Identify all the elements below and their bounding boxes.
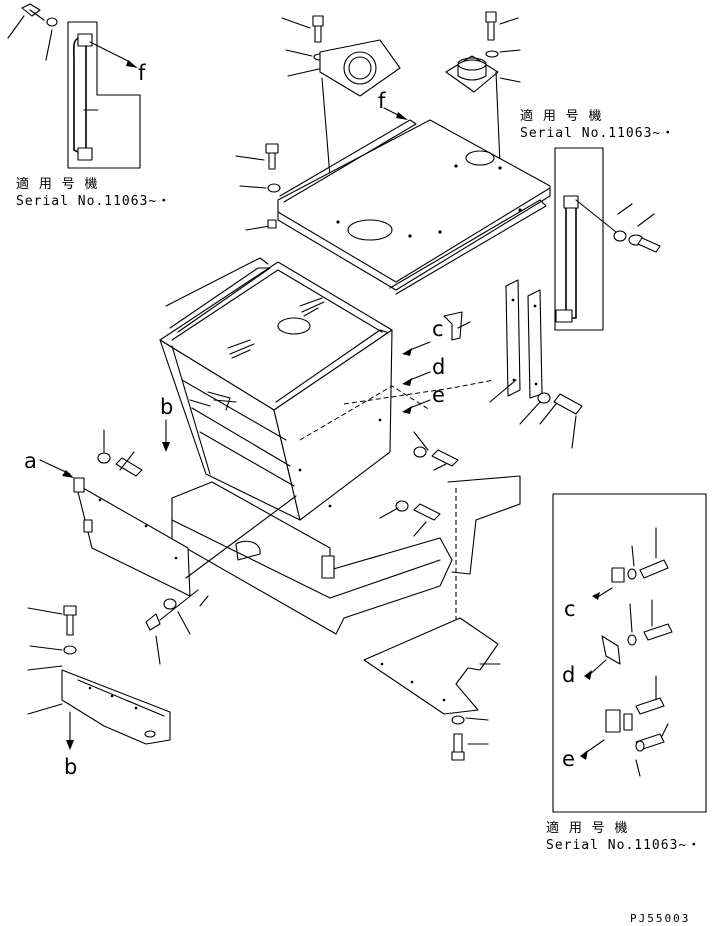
callout-c-detail: c: [564, 597, 576, 621]
applicable-note-jp-left: 適 用 号 機: [16, 177, 99, 192]
detail-inset-cde: [552, 493, 707, 813]
serial-note-bottom: Serial No.11063~・: [546, 838, 702, 853]
vertical-brackets: [443, 279, 583, 449]
washer-icon: [46, 17, 58, 27]
top-center-mount: [281, 15, 401, 227]
callout-b-lower: b: [64, 755, 78, 779]
handrail-inset-right: [554, 147, 661, 331]
base-frame: [171, 475, 521, 635]
callout-b-main: b: [160, 395, 174, 419]
callout-a: a: [24, 449, 37, 473]
main-cabinet: [159, 257, 495, 700]
top-right-mount: [445, 11, 521, 165]
cde-arrows: [162, 341, 431, 452]
applicable-note-jp-right: 適 用 号 機: [520, 109, 603, 124]
drawing-code: PJ55003: [630, 912, 691, 925]
applicable-note-jp-bottom: 適 用 号 機: [546, 821, 629, 836]
callout-d-detail: d: [562, 663, 576, 687]
top-left-bolt: [235, 143, 281, 231]
lower-left-plate: [27, 589, 199, 750]
bolt-icon: [21, 3, 45, 21]
callout-e-detail: e: [562, 747, 575, 771]
top-cover-panel: [277, 107, 551, 295]
lower-floor-plate: [363, 617, 501, 761]
side-bolts: [97, 429, 459, 537]
handrail-inset-top-left: [7, 3, 141, 169]
callout-f-left: f: [138, 61, 146, 85]
callout-c-main: c: [432, 317, 444, 341]
callout-f-top: f: [378, 89, 386, 113]
serial-note-left: Serial No.11063~・: [16, 194, 172, 209]
left-side-cover: [39, 459, 297, 607]
serial-note-right: Serial No.11063~・: [520, 126, 676, 141]
callout-d-main: d: [432, 355, 446, 379]
arrow-f-icon: [126, 60, 138, 68]
callout-e-main: e: [432, 383, 445, 407]
